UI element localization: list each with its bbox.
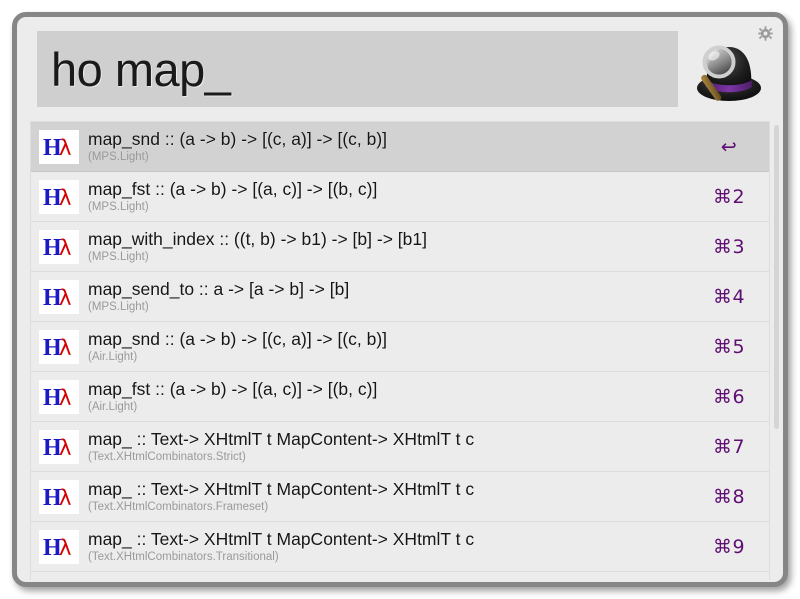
search-input-value: ho map_ [51, 42, 231, 96]
svg-text:H: H [43, 385, 62, 410]
result-title: map_ :: Text-> XHtmlT t MapContent-> XHt… [88, 429, 475, 449]
svg-text:λ: λ [59, 436, 71, 460]
result-title: map_fst :: (a -> b) -> [(a, c)] -> [(b, … [88, 379, 378, 399]
search-input[interactable]: ho map_ [37, 31, 678, 107]
result-row-text: map_ :: Text-> XHtmlT t MapContent-> XHt… [88, 528, 701, 565]
alfred-hat-icon [689, 33, 767, 109]
gear-icon[interactable] [755, 23, 775, 43]
svg-text:λ: λ [59, 286, 71, 310]
result-subtitle: (MPS.Light) [88, 151, 149, 163]
svg-text:H: H [43, 435, 62, 460]
result-shortcut[interactable]: ↩ [720, 135, 738, 158]
result-row-text: map_fst :: (a -> b) -> [(a, c)] -> [(b, … [88, 378, 701, 415]
result-title: map_fst :: (a -> b) -> [(a, c)] -> [(b, … [88, 179, 378, 199]
result-row-text: map_snd :: (a -> b) -> [(c, a)] -> [(c, … [88, 328, 701, 365]
svg-text:λ: λ [59, 336, 71, 360]
result-title: map_with_index :: ((t, b) -> b1) -> [b] … [88, 229, 427, 249]
result-subtitle: (MPS.Light) [88, 201, 149, 213]
svg-text:λ: λ [59, 136, 71, 160]
results-scrollbar[interactable] [773, 123, 780, 578]
svg-text:λ: λ [59, 486, 71, 510]
result-title: map_snd :: (a -> b) -> [(c, a)] -> [(c, … [88, 329, 388, 349]
result-subtitle: (Air.Light) [88, 401, 138, 413]
result-title: map_ :: Text-> XHtmlT t MapContent-> XHt… [88, 479, 475, 499]
result-subtitle: (MPS.Light) [88, 301, 149, 313]
result-subtitle: (Air.Light) [88, 351, 138, 363]
result-row-text: map_snd :: (a -> b) -> [(c, a)] -> [(c, … [88, 128, 701, 165]
result-shortcut[interactable]: ⌘4 [712, 285, 746, 308]
result-subtitle: (Text.XHtmlCombinators.Transitional) [88, 551, 279, 563]
svg-text:λ: λ [59, 536, 71, 560]
result-row-text: map_with_index :: ((t, b) -> b1) -> [b] … [88, 228, 701, 265]
result-row-text: map_send_to :: a -> [a -> b] -> [b](MPS.… [88, 278, 701, 315]
svg-text:H: H [43, 235, 62, 260]
svg-text:λ: λ [59, 236, 71, 260]
result-shortcut[interactable]: ⌘8 [712, 485, 746, 508]
svg-text:H: H [43, 135, 62, 160]
result-row-text: map_ :: Text-> XHtmlT t MapContent-> XHt… [88, 478, 701, 515]
result-subtitle: (Text.XHtmlCombinators.Frameset) [88, 501, 269, 513]
results-scrollbar-thumb[interactable] [774, 125, 779, 429]
result-title: map_send_to :: a -> [a -> b] -> [b] [88, 279, 350, 299]
result-title: map_ :: Text-> XHtmlT t MapContent-> XHt… [88, 529, 475, 549]
svg-text:H: H [43, 285, 62, 310]
svg-text:H: H [43, 535, 62, 560]
result-row-text: map_fst :: (a -> b) -> [(a, c)] -> [(b, … [88, 178, 701, 215]
result-row-text: map_ :: Text-> XHtmlT t MapContent-> XHt… [88, 428, 701, 465]
result-shortcut[interactable]: ⌘9 [712, 535, 746, 558]
svg-text:λ: λ [59, 186, 71, 210]
result-shortcut[interactable]: ⌘2 [712, 185, 746, 208]
result-shortcut[interactable]: ⌘6 [712, 385, 746, 408]
result-shortcut[interactable]: ⌘7 [712, 435, 746, 458]
result-subtitle: (Text.XHtmlCombinators.Strict) [88, 451, 246, 463]
alfred-window: ho map_ [12, 12, 788, 587]
svg-text:H: H [43, 185, 62, 210]
result-title: map_snd :: (a -> b) -> [(c, a)] -> [(c, … [88, 129, 388, 149]
svg-text:H: H [43, 485, 62, 510]
search-row: ho map_ [17, 17, 783, 117]
result-subtitle: (MPS.Light) [88, 251, 149, 263]
svg-text:λ: λ [59, 386, 71, 410]
result-shortcut[interactable]: ⌘5 [712, 335, 746, 358]
result-shortcut[interactable]: ⌘3 [712, 235, 746, 258]
svg-text:H: H [43, 335, 62, 360]
